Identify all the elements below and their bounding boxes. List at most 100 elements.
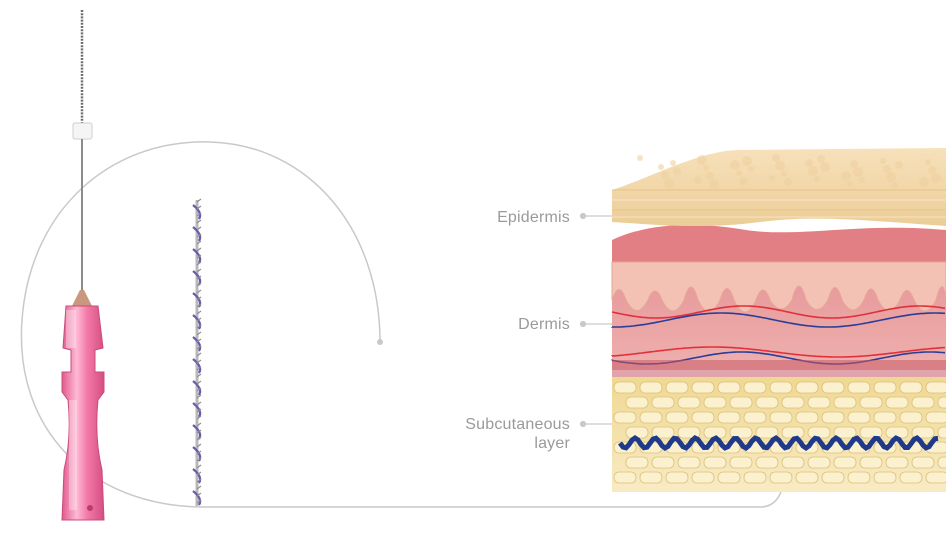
skin-texture-dot xyxy=(703,165,709,171)
skin-texture-dot xyxy=(739,177,747,185)
label-leaders xyxy=(581,214,613,427)
cannula-needle-icon xyxy=(62,10,104,520)
dermis-label: Dermis xyxy=(440,315,570,334)
fat-cell xyxy=(912,397,934,408)
skin-texture-dot xyxy=(847,181,853,187)
fat-cell xyxy=(692,472,714,483)
fat-cell xyxy=(614,472,636,483)
skin-texture-dot xyxy=(817,155,825,163)
fat-cell xyxy=(770,382,792,393)
skin-layers-illustration xyxy=(612,148,946,492)
skin-texture-dot xyxy=(706,172,714,180)
skin-texture-dot xyxy=(784,178,792,186)
fat-cell xyxy=(730,397,752,408)
subcutaneous-label-line2: layer xyxy=(400,434,570,453)
skin-texture-dot xyxy=(772,154,780,162)
fat-cell xyxy=(692,382,714,393)
skin-texture-dot xyxy=(697,155,707,165)
fat-cell xyxy=(782,397,804,408)
fat-cell xyxy=(822,382,844,393)
fat-cell xyxy=(730,457,752,468)
skin-texture-dot xyxy=(658,164,664,170)
fat-cell xyxy=(848,382,870,393)
fat-cell xyxy=(886,457,908,468)
fat-cell xyxy=(666,412,688,423)
fat-cell xyxy=(770,412,792,423)
fat-cell xyxy=(938,397,946,408)
skin-texture-dot xyxy=(886,172,896,182)
skin-texture-dot xyxy=(694,176,702,184)
fat-cell xyxy=(652,457,674,468)
skin-texture-dot xyxy=(742,156,752,166)
skin-texture-dot xyxy=(673,167,681,175)
skin-texture-dot xyxy=(883,165,891,173)
fat-cell xyxy=(652,397,674,408)
skin-texture-dot xyxy=(880,158,886,164)
skin-texture-dot xyxy=(808,166,818,176)
skin-texture-dot xyxy=(769,175,775,181)
skin-texture-dot xyxy=(775,161,785,171)
fat-cell xyxy=(666,472,688,483)
fat-cell xyxy=(808,397,830,408)
fat-cell xyxy=(626,397,648,408)
fat-cell xyxy=(822,412,844,423)
fat-cell xyxy=(678,457,700,468)
fat-cell xyxy=(808,457,830,468)
fat-cell xyxy=(822,472,844,483)
fat-cell xyxy=(860,397,882,408)
fat-cell xyxy=(614,412,636,423)
fat-cell xyxy=(834,397,856,408)
fat-cell xyxy=(900,472,922,483)
fat-cell xyxy=(626,457,648,468)
skin-texture-dot xyxy=(736,170,742,176)
fat-cell xyxy=(938,427,946,438)
fat-cell xyxy=(718,382,740,393)
fat-cell xyxy=(874,412,896,423)
skin-texture-dot xyxy=(709,179,719,189)
fat-cell xyxy=(756,457,778,468)
fat-cell xyxy=(718,472,740,483)
fat-cell xyxy=(796,472,818,483)
fat-cell xyxy=(848,412,870,423)
skin-texture-dot xyxy=(820,162,830,172)
fat-cell xyxy=(900,382,922,393)
skin-texture-dot xyxy=(661,171,669,179)
skin-texture-dot xyxy=(748,166,754,172)
skin-texture-dot xyxy=(781,171,787,177)
skin-texture-dot xyxy=(859,177,865,183)
fat-cell xyxy=(704,457,726,468)
fat-cell xyxy=(640,382,662,393)
connector-dot xyxy=(377,339,383,345)
fat-cell xyxy=(926,412,946,423)
fat-cell xyxy=(938,457,946,468)
fat-cell xyxy=(874,382,896,393)
skin-texture-dot xyxy=(931,173,941,183)
skin-texture-dot xyxy=(637,155,643,161)
fat-cell xyxy=(860,457,882,468)
fat-cell xyxy=(886,397,908,408)
fat-cell xyxy=(744,472,766,483)
skin-texture-dot xyxy=(853,167,863,177)
skin-texture-dot xyxy=(730,160,740,170)
skin-texture-dot xyxy=(919,177,929,187)
fat-cell xyxy=(666,382,688,393)
epidermis-label: Epidermis xyxy=(440,208,570,227)
fat-cell xyxy=(926,382,946,393)
skin-texture-dot xyxy=(892,182,898,188)
fat-cell xyxy=(926,472,946,483)
fat-cell xyxy=(834,457,856,468)
fat-cell xyxy=(796,382,818,393)
fat-cell xyxy=(640,412,662,423)
skin-texture-dot xyxy=(814,176,820,182)
fat-cell xyxy=(808,427,830,438)
skin-texture-dot xyxy=(895,161,903,169)
subcutaneous-label-line1: Subcutaneous xyxy=(400,415,570,434)
fat-cell xyxy=(912,457,934,468)
fat-cell xyxy=(678,397,700,408)
fat-cell xyxy=(718,412,740,423)
fat-cell xyxy=(782,427,804,438)
fat-cell xyxy=(900,412,922,423)
fat-cell xyxy=(640,472,662,483)
fat-cell xyxy=(692,412,714,423)
